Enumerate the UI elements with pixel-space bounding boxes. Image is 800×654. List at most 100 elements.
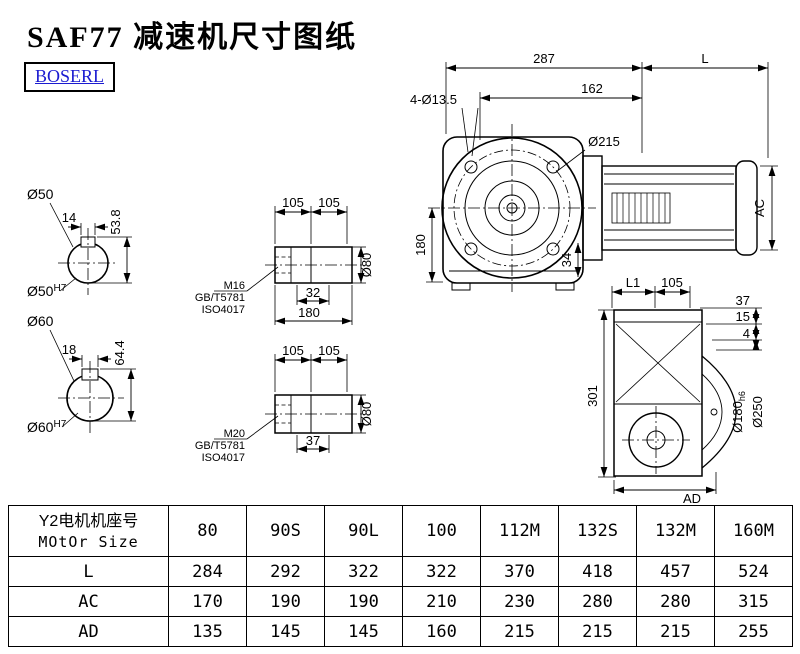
table-cell: 524 — [714, 556, 793, 587]
leader-line — [461, 107, 469, 153]
key-width-label: 18 — [62, 342, 76, 357]
table-cell: 230 — [480, 586, 559, 617]
key-height-label: 53.8 — [108, 209, 123, 234]
dia-250-label: Ø250 — [750, 396, 765, 428]
motor-body — [601, 165, 737, 251]
shaft-detail-m20: 105 105 M20 GB/T5781 ISO4017 37 Ø80 — [195, 343, 374, 464]
bore50-dia-label: Ø50 — [27, 186, 54, 202]
table-cell: 160 — [402, 616, 481, 647]
table-cell: 210 — [402, 586, 481, 617]
flange-outer-circle — [441, 137, 583, 279]
bolt-hole — [546, 160, 560, 174]
motor-fins — [604, 173, 734, 241]
table-cell: 322 — [402, 556, 481, 587]
dim-32-label: 32 — [306, 285, 320, 300]
bore50-fit-label: Ø50H7 — [27, 283, 67, 299]
dim-301-label: 301 — [585, 385, 600, 407]
leader-line — [61, 412, 79, 428]
dimension-drawing-canvas: 287 L 162 4-Ø13.5 Ø215 180 AC 34 Ø50 — [27, 51, 778, 505]
leader-line — [49, 202, 74, 248]
key-height-label: 64.4 — [112, 340, 127, 365]
table-cell: 280 — [558, 586, 637, 617]
brand-logo: BOSERL — [24, 62, 116, 92]
size-column-header: 112M — [480, 505, 559, 557]
dim-105-label: 105 — [282, 343, 304, 358]
standard-label: ISO4017 — [202, 304, 245, 316]
table-cell: 255 — [714, 616, 793, 647]
table-cell: 215 — [636, 616, 715, 647]
shaft-detail-m16: 105 105 M16 GB/T5781 ISO4017 32 180 Ø80 — [195, 195, 374, 325]
dim-l1-label: L1 — [626, 275, 640, 290]
table-cell: 190 — [246, 586, 325, 617]
bore60-fit-label: Ø60H7 — [27, 419, 67, 435]
body-diagonal — [615, 323, 701, 403]
table-row-L: L 284 292 322 322 370 418 457 524 — [8, 556, 793, 587]
dim-287-label: 287 — [533, 51, 555, 66]
dim-162-label: 162 — [581, 81, 603, 96]
key-width-label: 14 — [62, 210, 76, 225]
table-cell: 190 — [324, 586, 403, 617]
side-body-outline — [613, 309, 703, 477]
size-column-header: 80 — [168, 505, 247, 557]
stator-hatch — [616, 193, 666, 223]
leader-line — [246, 266, 279, 292]
dim-180-label: 180 — [413, 234, 428, 256]
dim-ac-label: AC — [752, 199, 767, 217]
leader-line — [59, 277, 77, 292]
table-cell: 145 — [246, 616, 325, 647]
bore-view-60: Ø60 18 64.4 Ø60H7 — [27, 313, 136, 435]
table-cell: 418 — [558, 556, 637, 587]
dim-37-label: 37 — [306, 433, 320, 448]
size-column-header: 132S — [558, 505, 637, 557]
table-cell: 322 — [324, 556, 403, 587]
dim-105-label: 105 — [318, 343, 340, 358]
size-column-header: 90L — [324, 505, 403, 557]
output-flange-profile — [701, 355, 737, 469]
size-column-header: 132M — [636, 505, 715, 557]
table-cell: 315 — [714, 586, 793, 617]
table-row-AD: AD 135 145 145 160 215 215 215 255 — [8, 616, 793, 647]
dim-15-label: 15 — [736, 309, 750, 324]
flange-bolt — [710, 408, 718, 416]
thread-label: M16 — [224, 280, 245, 292]
page-title: SAF77 减速机尺寸图纸 — [27, 21, 358, 54]
leader-line — [471, 107, 479, 157]
dim-180-label: 180 — [298, 305, 320, 320]
leader-line — [246, 415, 279, 440]
table-cell: 135 — [168, 616, 247, 647]
output-flange-inner — [701, 373, 723, 451]
size-column-header: 160M — [714, 505, 793, 557]
dia-80-label: Ø80 — [359, 402, 374, 427]
row-label: AC — [8, 586, 169, 617]
bore-view-50: Ø50 14 53.8 Ø50H7 — [27, 186, 132, 299]
table-cell: 284 — [168, 556, 247, 587]
bolt-holes-label: 4-Ø13.5 — [410, 92, 457, 107]
leader-line — [555, 149, 586, 173]
table-cell: 457 — [636, 556, 715, 587]
row-label: AD — [8, 616, 169, 647]
row-label: L — [8, 556, 169, 587]
table-row-AC: AC 170 190 190 210 230 280 280 315 — [8, 586, 793, 617]
side-view: L1 105 37 15 4 301 Ø180h6 Ø250 — [585, 275, 765, 505]
dim-ad-label: AD — [683, 491, 701, 505]
dia-180h6-label: Ø180h6 — [730, 391, 747, 433]
leader-line — [49, 329, 75, 382]
table-cell: 215 — [558, 616, 637, 647]
bore60-dia-label: Ø60 — [27, 313, 54, 329]
dia-80-label: Ø80 — [359, 253, 374, 278]
dim-34-label: 34 — [559, 253, 574, 267]
motor-fan-cover — [735, 160, 758, 256]
table-header-row: Y2电机机座号 MOtOr Size 80 90S 90L 100 112M 1… — [8, 505, 793, 557]
bolt-hole — [464, 242, 478, 256]
dim-4-label: 4 — [743, 326, 750, 341]
dim-105-label: 105 — [318, 195, 340, 210]
header-label-cn: Y2电机机座号 — [38, 512, 139, 530]
header-label-en: MOtOr Size — [38, 533, 139, 552]
motor-size-table: Y2电机机座号 MOtOr Size 80 90S 90L 100 112M 1… — [8, 505, 793, 647]
dim-105-label: 105 — [661, 275, 683, 290]
thread-label: M20 — [224, 428, 245, 440]
standard-label: ISO4017 — [202, 452, 245, 464]
flange-dia-label: Ø215 — [588, 134, 620, 149]
dim-37-label: 37 — [736, 293, 750, 308]
size-column-header: 100 — [402, 505, 481, 557]
